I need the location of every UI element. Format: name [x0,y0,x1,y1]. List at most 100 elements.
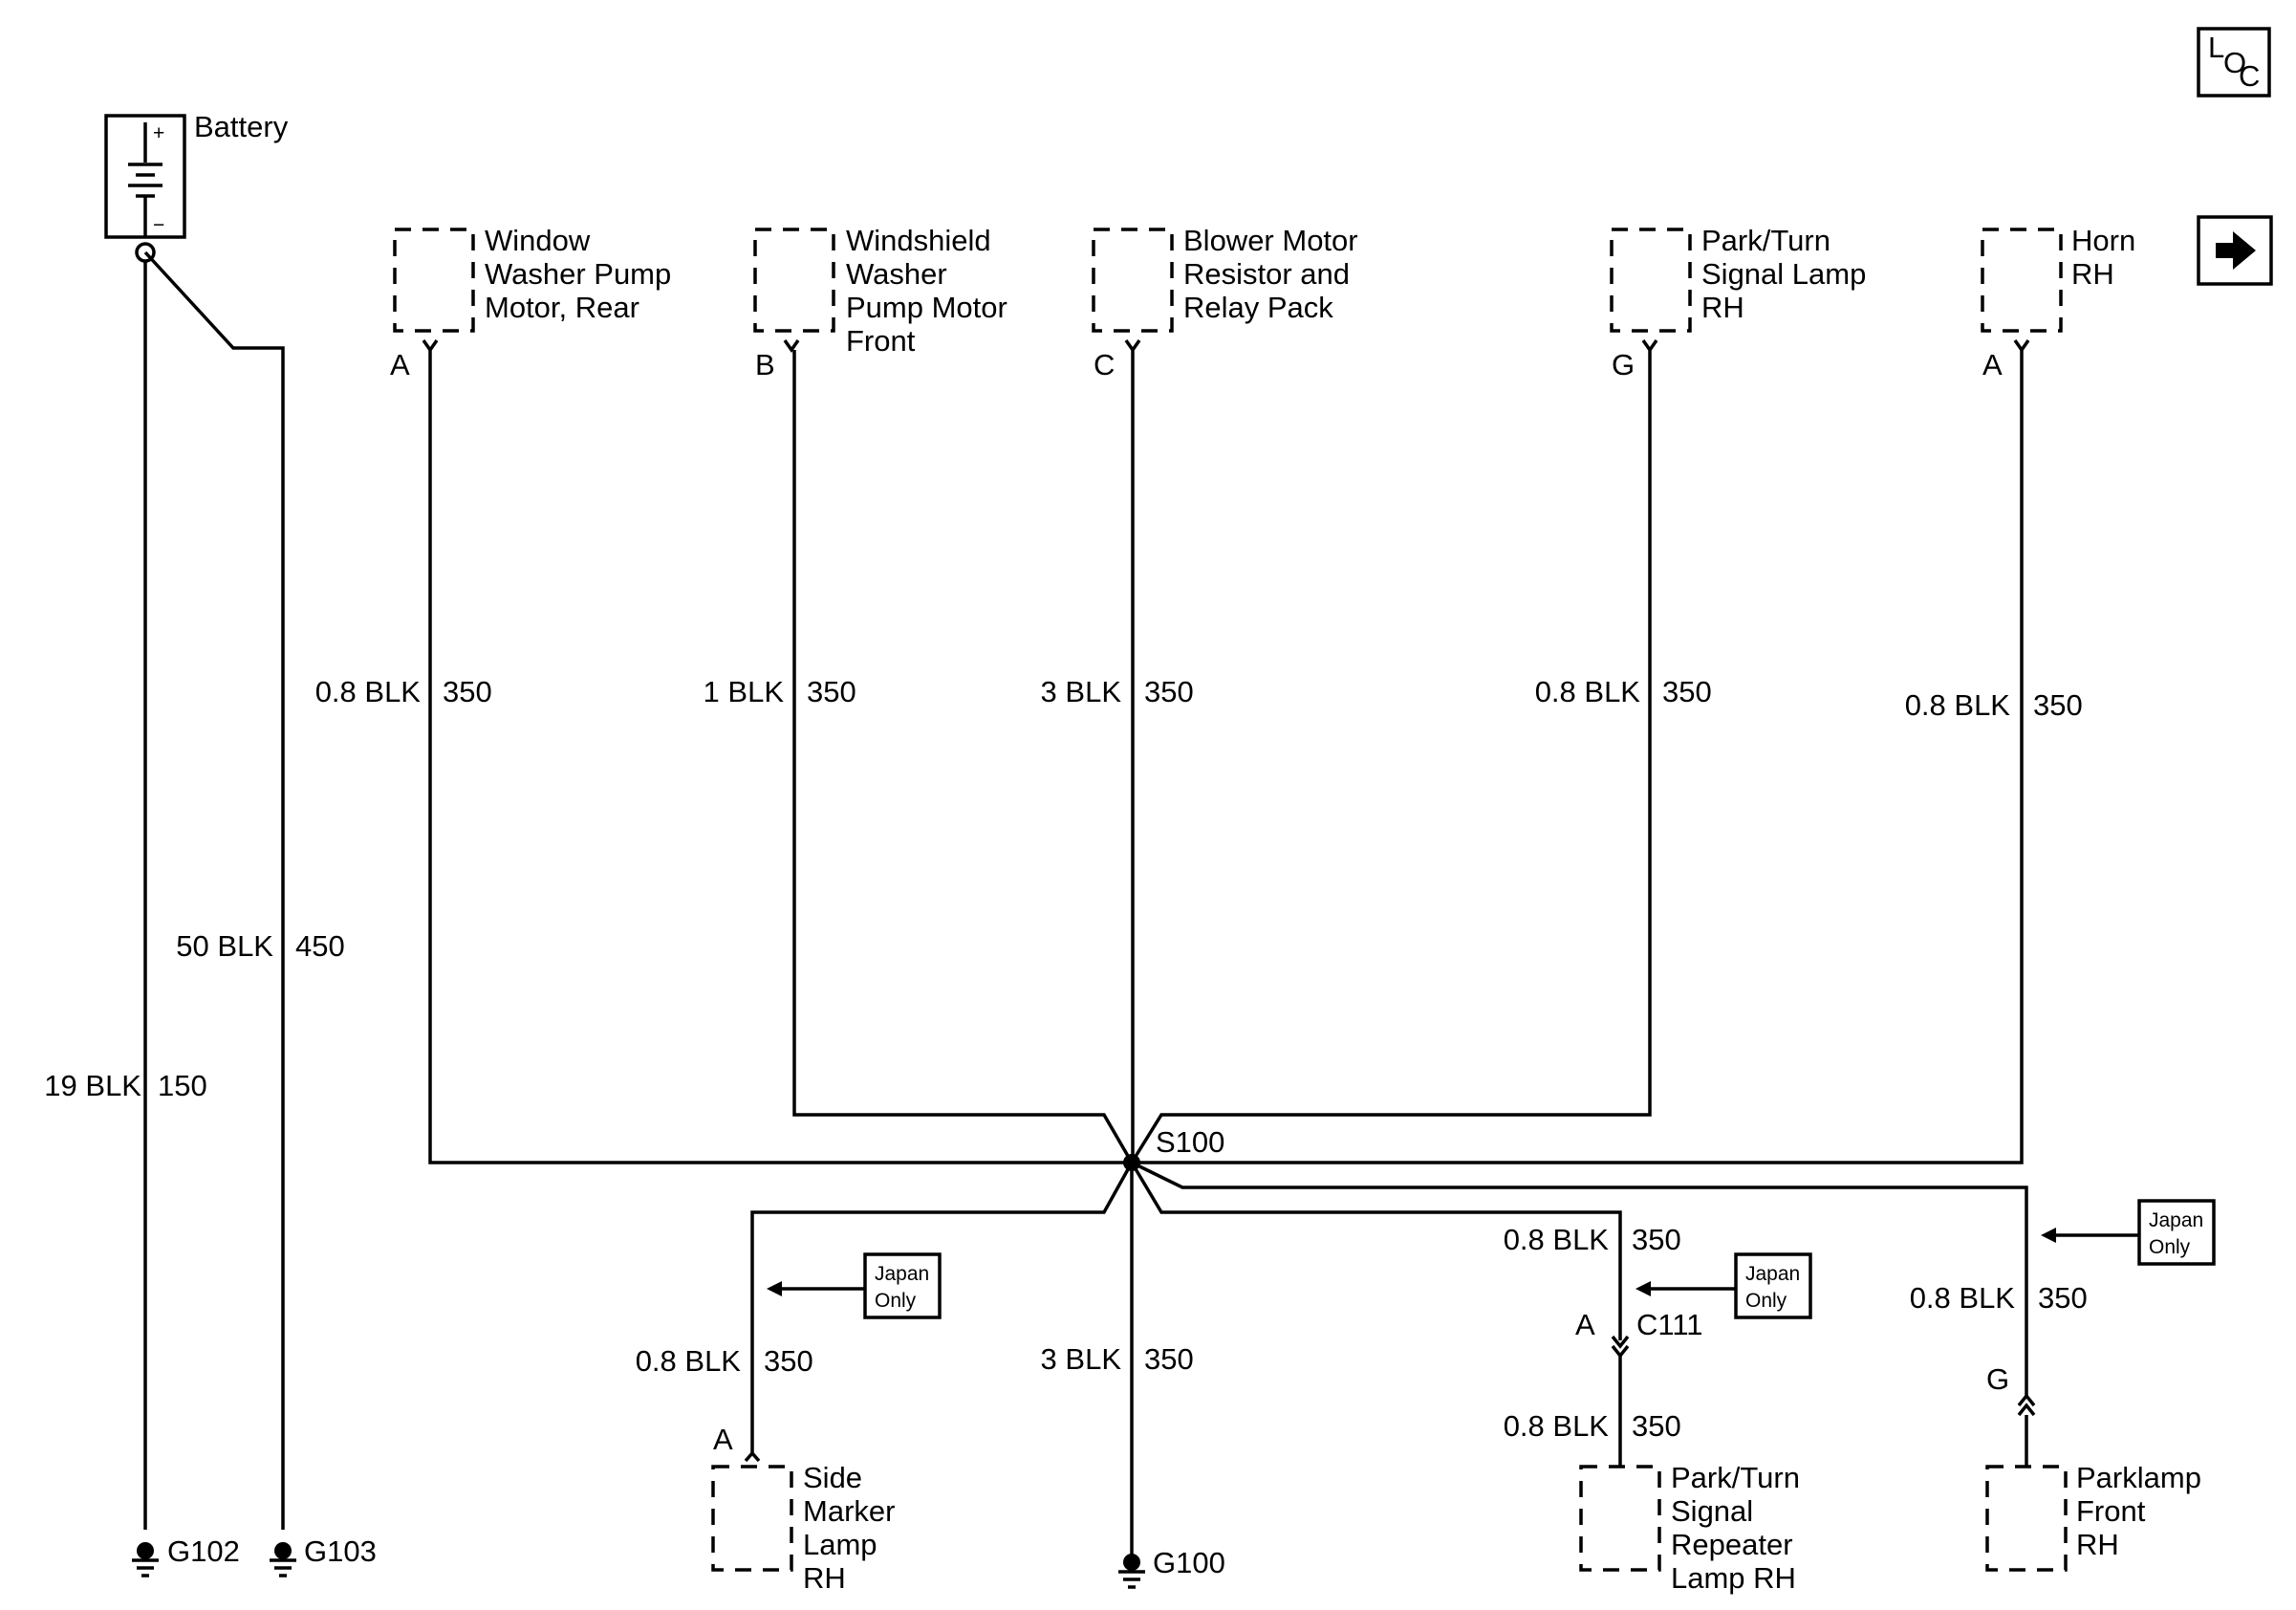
wire-size-label: 0.8 BLK [1910,1281,2016,1315]
component-label: Lamp [803,1528,877,1561]
pin-label: B [755,348,775,381]
note-label: Only [875,1290,917,1312]
component-label: RH [1701,291,1744,324]
component-label: Marker [803,1494,895,1528]
wire-park-turn-lamp [1130,350,1652,1164]
terminal-mark [2017,1393,2036,1407]
loc-icon-l: L [2208,31,2224,64]
japan-only-note-c111: Japan Only [1635,1252,1812,1319]
wire-size-label: 0.8 BLK [636,1344,742,1378]
component-label: Front [2076,1494,2146,1528]
battery: + − [104,114,186,263]
wire-repeater-lamp [1130,1162,1622,1340]
wire-windshield-washer [792,350,1134,1164]
park-turn-signal-lamp-box [1610,228,1692,333]
ground-g102-icon [132,1542,159,1577]
wire-circuit-label: 350 [764,1344,813,1378]
wire-side-marker [750,1162,1134,1453]
battery-minus: − [153,214,164,236]
note-label: Only [2149,1236,2191,1258]
ground-g103-icon [270,1542,296,1577]
pin-label: G [1612,348,1635,381]
wire-size-label: 3 BLK [1041,675,1122,708]
splice-label: S100 [1156,1125,1224,1159]
wire-circuit-label: 350 [1632,1223,1681,1256]
wire-window-washer [428,350,1132,1164]
pin-label: A [713,1423,733,1456]
wire-circuit-label: 350 [1662,675,1712,708]
wire-circuit-label: 350 [1144,1342,1194,1376]
wire-circuit-label: 350 [2033,688,2083,722]
wire-size-label: 3 BLK [1041,1342,1122,1376]
component-label: Pump Motor [846,291,1007,324]
ground-label: G102 [167,1534,240,1568]
component-label: Signal [1671,1494,1753,1528]
component-label: Signal Lamp [1701,257,1866,291]
component-label: Park/Turn [1701,224,1830,257]
wire-size-label: 19 BLK [44,1069,141,1102]
wire-size-label: 50 BLK [176,929,273,963]
note-label: Japan [875,1263,929,1285]
ground-label: G100 [1153,1546,1225,1579]
wire-size-label: 1 BLK [704,675,785,708]
wire-size-label: 0.8 BLK [1504,1409,1610,1443]
terminal-mark [744,1450,761,1463]
horn-rh-box [1981,228,2063,333]
component-label: Repeater [1671,1528,1793,1561]
wire-size-label: 0.8 BLK [1905,688,2011,722]
wire-size-label: 0.8 BLK [315,675,422,708]
component-label: Motor, Rear [485,291,639,324]
component-label: Lamp RH [1671,1561,1796,1595]
pin-label: A [1982,348,2003,381]
window-washer-pump-box [393,228,475,333]
loc-icon[interactable]: L O C [2197,27,2271,98]
wire-circuit-label: 150 [158,1069,207,1102]
component-label: Washer [846,257,947,291]
pin-label: A [390,348,410,381]
connector-label: C111 [1636,1308,1703,1341]
component-label: Window [485,224,591,257]
pin-label: A [1575,1308,1595,1341]
battery-plus: + [153,122,164,144]
wire-horn [1132,350,2024,1164]
connector-c111-mark [1611,1335,1630,1349]
component-label: Parklamp [2076,1461,2201,1494]
ground-g100-icon [1118,1554,1145,1589]
pin-label: G [1986,1362,2009,1396]
right-arrow-icon[interactable] [2197,215,2273,286]
terminal-marks [422,338,2030,354]
component-label: RH [2071,257,2114,291]
loc-icon-c: C [2239,59,2260,93]
wire-circuit-label: 450 [295,929,345,963]
component-label: Relay Pack [1183,291,1333,324]
terminal-mark [2017,1403,2036,1417]
side-marker-lamp-box [711,1465,793,1572]
note-label: Japan [1745,1263,1800,1285]
wire-circuit-label: 350 [1632,1409,1681,1443]
component-label: RH [2076,1528,2119,1561]
component-label: Side [803,1461,862,1494]
component-label: Front [846,324,916,358]
wire-battery-g103 [143,250,285,1530]
note-label: Japan [2149,1209,2203,1231]
park-turn-repeater-lamp-box [1579,1465,1661,1572]
component-label: Washer Pump [485,257,671,291]
japan-only-note-parklamp: Japan Only [2041,1199,2216,1266]
component-label: Horn [2071,224,2135,257]
note-label: Only [1745,1290,1787,1312]
parklamp-front-rh-box [1985,1465,2068,1572]
wire-circuit-label: 350 [807,675,856,708]
pin-label: C [1094,348,1115,381]
component-label: Blower Motor [1183,224,1358,257]
japan-only-note-side-marker: Japan Only [767,1252,942,1319]
wire-size-label: 0.8 BLK [1504,1223,1610,1256]
component-label: Windshield [846,224,991,257]
ground-label: G103 [304,1534,377,1568]
component-label: RH [803,1561,846,1595]
component-label: Park/Turn [1671,1461,1800,1494]
component-label: Resistor and [1183,257,1350,291]
wire-circuit-label: 350 [2038,1281,2088,1315]
windshield-washer-pump-box [753,228,835,333]
wire-circuit-label: 350 [1144,675,1194,708]
